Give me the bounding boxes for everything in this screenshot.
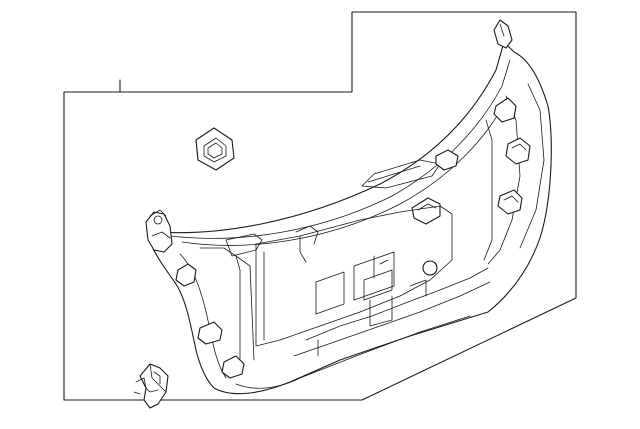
gate-trim-panel[interactable] bbox=[145, 19, 552, 395]
assembly-frame bbox=[63, 11, 577, 401]
retainer-clip[interactable] bbox=[133, 363, 169, 409]
fastener-clip[interactable] bbox=[195, 127, 235, 171]
